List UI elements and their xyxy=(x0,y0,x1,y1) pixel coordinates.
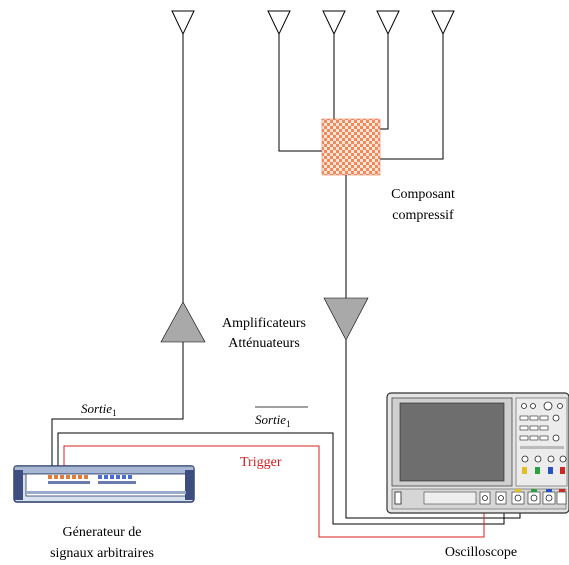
amplifier-right xyxy=(323,297,369,341)
antenna-4 xyxy=(431,10,455,36)
generator-ports-right xyxy=(98,475,136,484)
generator-left-endcap xyxy=(14,470,23,500)
trigger-label: Trigger xyxy=(240,455,282,470)
antenna-left xyxy=(171,10,195,36)
amplifier-left xyxy=(160,301,206,343)
compressive-component xyxy=(321,118,381,176)
antenna-2 xyxy=(322,10,346,36)
signal-generator xyxy=(13,465,195,503)
wire-sortie1-bar xyxy=(57,432,505,525)
amplifier-label-line2: Atténuateurs xyxy=(228,336,300,351)
sortie1-label-sub: 1 xyxy=(112,408,117,418)
sortie1bar-label-sub: 1 xyxy=(286,419,291,429)
wire-antenna1-to-compressive xyxy=(278,34,322,152)
generator-top-strip xyxy=(13,465,195,475)
amplifier-label-line1: Amplificateurs xyxy=(222,316,306,331)
generator-label-line1: Génerateur de xyxy=(63,525,142,540)
oscilloscope-label: Oscilloscope xyxy=(445,545,517,560)
antenna-3 xyxy=(376,10,400,36)
generator-right-endcap xyxy=(185,470,194,500)
scope-power-button xyxy=(394,491,402,505)
wire-sortie1 xyxy=(51,342,184,474)
scope-controls xyxy=(519,401,567,474)
compressive-label-line1: Composant xyxy=(391,187,455,202)
sortie1-label-base: Sortie xyxy=(81,401,112,416)
antenna-1 xyxy=(267,10,291,36)
wire-trigger xyxy=(63,445,485,538)
generator-label-line2: signaux arbitraires xyxy=(50,546,154,561)
scope-usb-panel xyxy=(423,491,477,505)
oscilloscope xyxy=(386,392,569,514)
wire-antenna3-to-compressive xyxy=(380,34,389,130)
generator-bottom-rail xyxy=(26,491,186,494)
scope-channel-inputs xyxy=(479,489,567,505)
generator-ports-left xyxy=(48,475,90,484)
sortie1bar-label-base: Sortie xyxy=(255,412,286,427)
sortie1-label: Sortie1 xyxy=(81,401,117,418)
wire-antenna4-to-compressive xyxy=(380,34,444,160)
sortie1bar-label: Sortie1 xyxy=(255,412,291,429)
scope-screen xyxy=(399,402,505,482)
compressive-label-line2: compressif xyxy=(392,208,454,223)
